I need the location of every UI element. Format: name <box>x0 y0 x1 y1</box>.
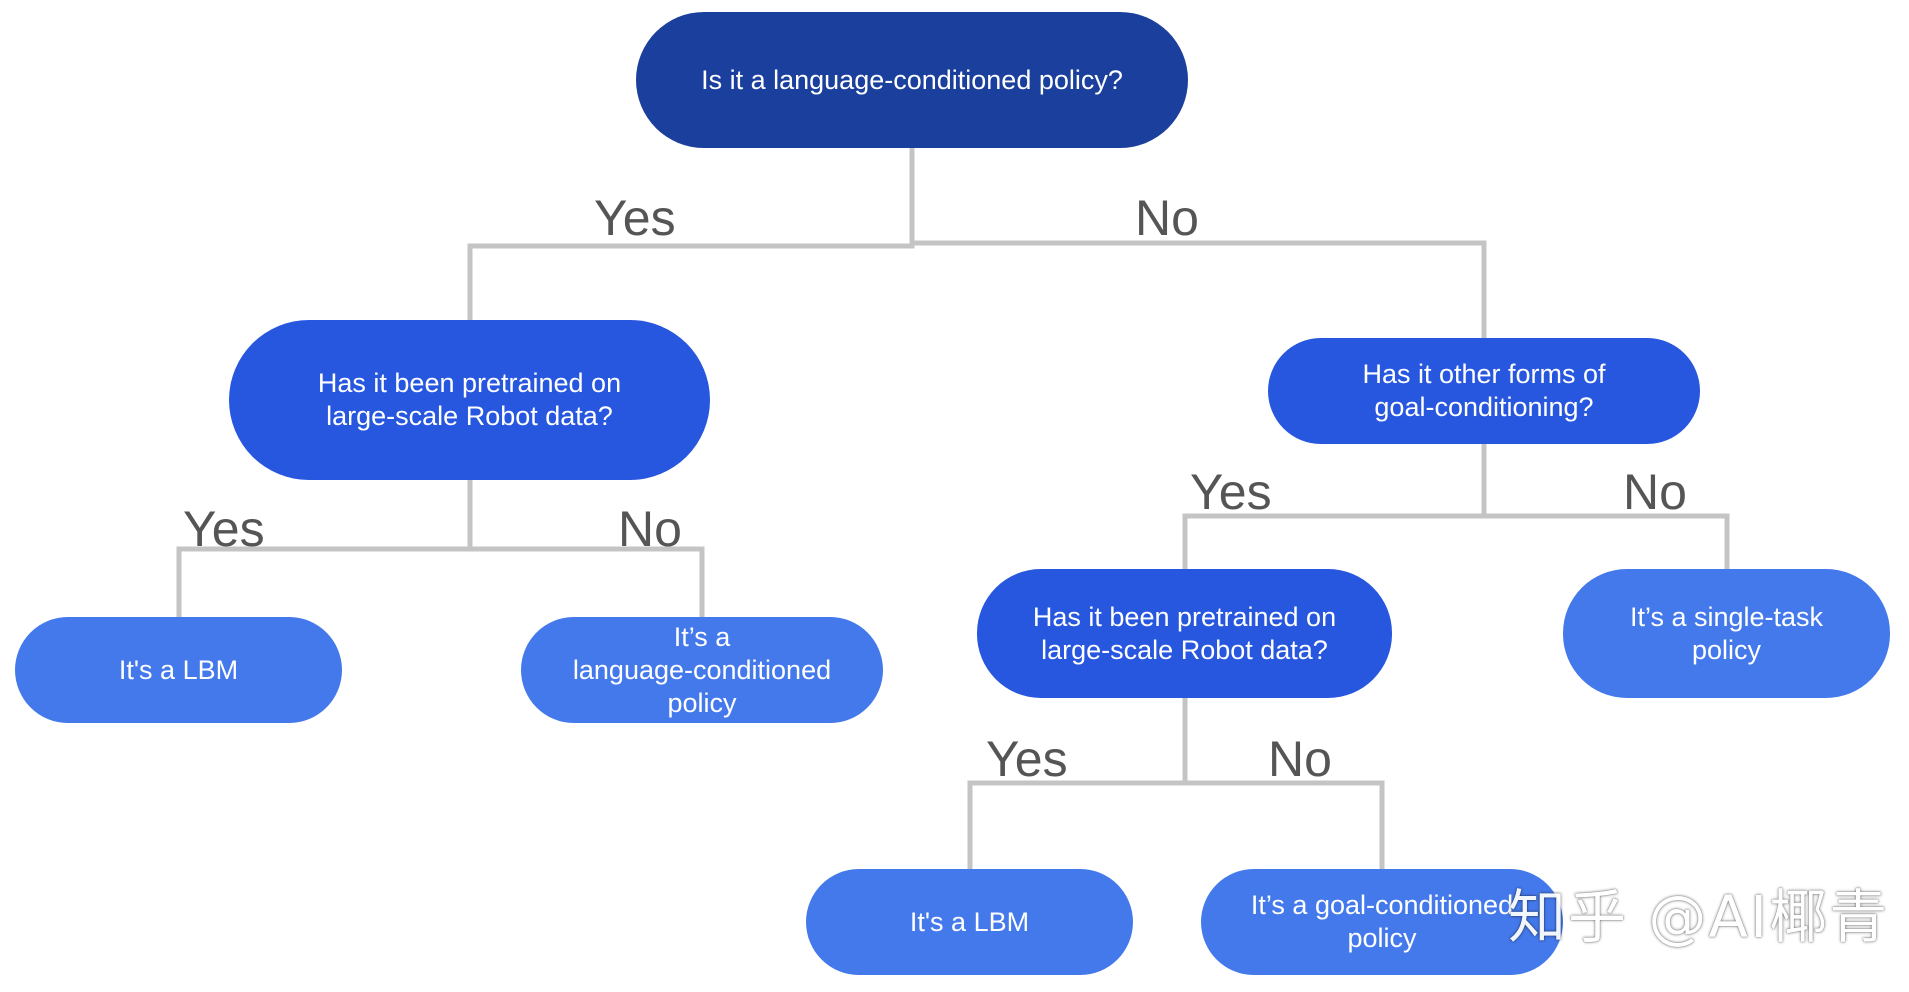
node-lbm-bottom: It's a LBM <box>806 869 1133 975</box>
node-root-text: Is it a language-conditioned policy? <box>701 64 1123 95</box>
node-pretrained-question-right: Has it been pretrained on large-scale Ro… <box>977 569 1392 698</box>
connector-root-yes <box>467 145 915 325</box>
connector-goal-yes <box>1182 439 1487 572</box>
edge-label-left-no: No <box>618 501 682 557</box>
edge-label-right-yes: Yes <box>986 731 1068 787</box>
node-pretrained-right-text: Has it been pretrained on large-scale Ro… <box>1032 601 1337 665</box>
connector-right-no <box>1182 780 1385 872</box>
watermark-text: 知乎 @AI椰青 <box>1508 883 1890 951</box>
node-lbm-left-text: It's a LBM <box>118 654 239 685</box>
edge-label-goal-yes: Yes <box>1190 464 1272 520</box>
edge-label-left-yes: Yes <box>183 501 265 557</box>
node-pretrained-question-left: Has it been pretrained on large-scale Ro… <box>229 320 710 480</box>
node-lang-policy-text: It’s a language-conditioned policy <box>572 621 832 718</box>
node-other-goal-question: Has it other forms of goal-conditioning? <box>1268 338 1700 444</box>
node-root-question: Is it a language-conditioned policy? <box>636 12 1188 148</box>
connector-left-yes <box>176 475 473 620</box>
connector-goal-no <box>1481 513 1730 572</box>
edge-label-right-no: No <box>1268 731 1332 787</box>
node-language-conditioned-policy: It’s a language-conditioned policy <box>521 617 883 723</box>
node-single-task-policy: It’s a single-task policy <box>1563 569 1890 698</box>
connector-root-no <box>909 240 1487 341</box>
node-single-task-text: It’s a single-task policy <box>1629 601 1824 665</box>
node-other-goal-text: Has it other forms of goal-conditioning? <box>1362 359 1606 422</box>
node-pretrained-left-text: Has it been pretrained on large-scale Ro… <box>317 368 622 431</box>
connector-left-no <box>467 546 705 620</box>
node-goal-policy-text: It’s a goal-conditioned policy <box>1250 890 1514 953</box>
connector-right-yes <box>967 693 1188 872</box>
node-lbm-left: It's a LBM <box>15 617 342 723</box>
edge-label-goal-no: No <box>1623 464 1687 520</box>
edge-label-root-yes: Yes <box>594 190 676 246</box>
node-lbm-bottom-text: It's a LBM <box>909 906 1030 937</box>
edge-label-root-no: No <box>1135 190 1199 246</box>
node-goal-conditioned-policy: It’s a goal-conditioned policy <box>1201 869 1563 975</box>
